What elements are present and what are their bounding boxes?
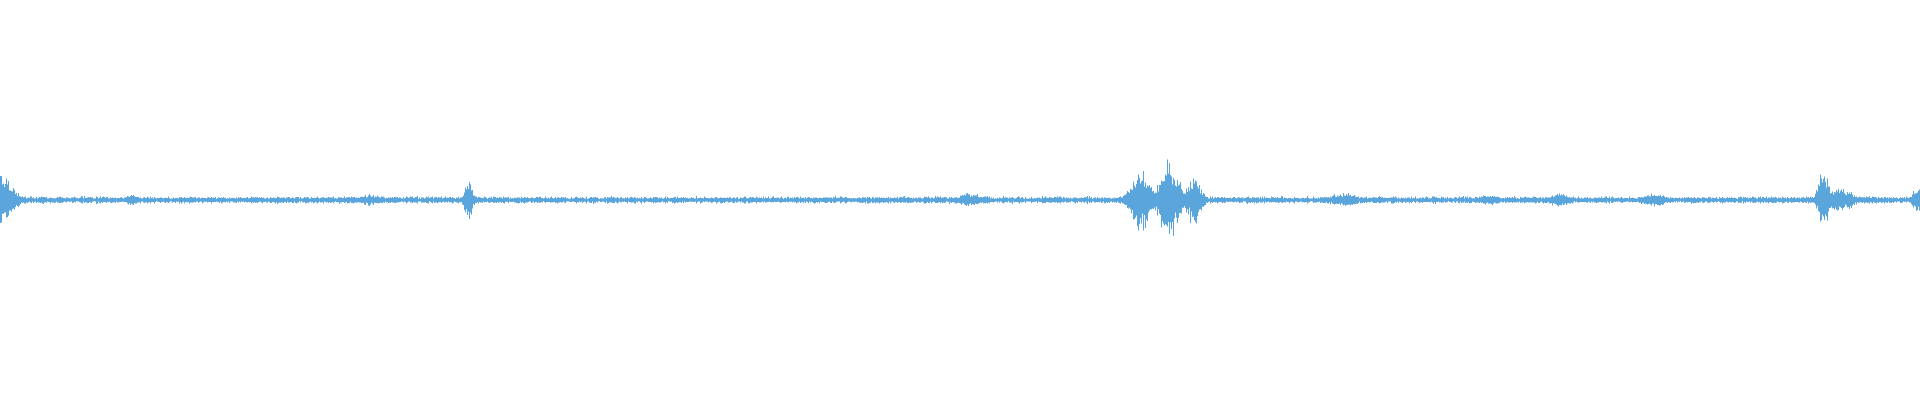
waveform-signal xyxy=(0,159,1920,237)
